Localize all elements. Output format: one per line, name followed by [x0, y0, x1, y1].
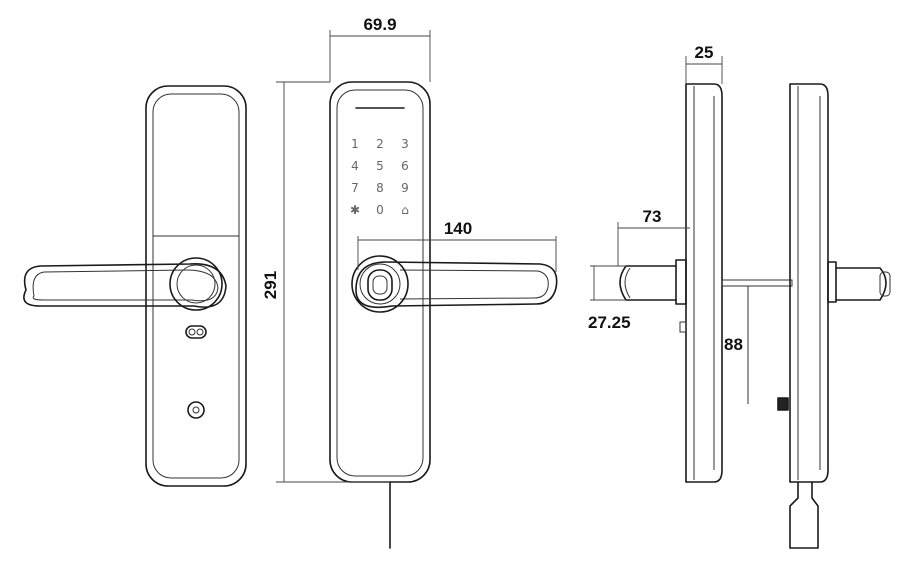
- side-outer-screw: [679, 321, 687, 333]
- keypad-key[interactable]: 1: [351, 137, 359, 151]
- back-rosette: [169, 257, 223, 311]
- side-outer-panel: [685, 83, 723, 483]
- front-rosette: [351, 255, 409, 313]
- keypad: 1 2 3 4 5 6 7 8 9 ✱ 0 ⌂: [350, 137, 409, 217]
- fingerprint-sensor-window: [372, 275, 388, 295]
- indicator-dot-left: [188, 328, 196, 336]
- dim-width-label: 69.9: [363, 15, 396, 34]
- dim-spindle-label: 88: [724, 335, 743, 354]
- front-panel-inner: [336, 89, 424, 477]
- front-lever-inner: [399, 269, 549, 300]
- front-view: 1 2 3 4 5 6 7 8 9 ✱ 0 ⌂ 69.9 291: [261, 15, 558, 549]
- keypad-key[interactable]: ⌂: [401, 203, 409, 217]
- back-panel-inner: [152, 93, 240, 479]
- keypad-key[interactable]: 0: [376, 203, 384, 217]
- dim-diameter-label: 27.25: [588, 313, 631, 332]
- keypad-key[interactable]: 7: [351, 181, 359, 195]
- dim-height-label: 291: [261, 271, 280, 299]
- connector-plug: [789, 481, 819, 549]
- keypad-key[interactable]: 4: [351, 159, 359, 173]
- back-lever-inner: [32, 269, 219, 302]
- dim-projection-label: 73: [643, 207, 662, 226]
- back-lever-handle: [23, 263, 227, 308]
- keypad-key[interactable]: 6: [401, 159, 409, 173]
- front-rosette-inner: [359, 263, 401, 305]
- indicator-dot-right: [196, 328, 204, 336]
- key-cylinder: [187, 401, 205, 419]
- side-view: 25 73 27.25 88: [588, 43, 891, 549]
- side-inner-rosette: [827, 261, 837, 303]
- fingerprint-sensor: [367, 269, 393, 301]
- back-panel-outer: [145, 85, 247, 487]
- keypad-key[interactable]: 3: [401, 137, 409, 151]
- keypad-key[interactable]: 5: [376, 159, 384, 173]
- side-inner-handle: [835, 267, 887, 301]
- privacy-indicator: [185, 325, 207, 339]
- keypad-key[interactable]: ✱: [350, 203, 360, 217]
- keypad-key[interactable]: 2: [376, 137, 384, 151]
- back-view: [23, 85, 247, 487]
- side-inner-handle-cap: [879, 271, 891, 297]
- dim-thickness-label: 25: [695, 43, 714, 62]
- spindle: [721, 279, 793, 287]
- side-outer-handle-end: [624, 267, 631, 299]
- front-lever-handle: [355, 261, 558, 309]
- keypad-key[interactable]: 9: [401, 181, 409, 195]
- side-inner-panel: [789, 83, 829, 483]
- key-slot: [192, 406, 200, 414]
- side-outer-rosette: [675, 259, 687, 305]
- latch-block: [777, 397, 789, 411]
- back-rosette-inner: [176, 264, 216, 304]
- dim-handle-label: 140: [444, 219, 472, 238]
- keypad-key[interactable]: 8: [376, 181, 384, 195]
